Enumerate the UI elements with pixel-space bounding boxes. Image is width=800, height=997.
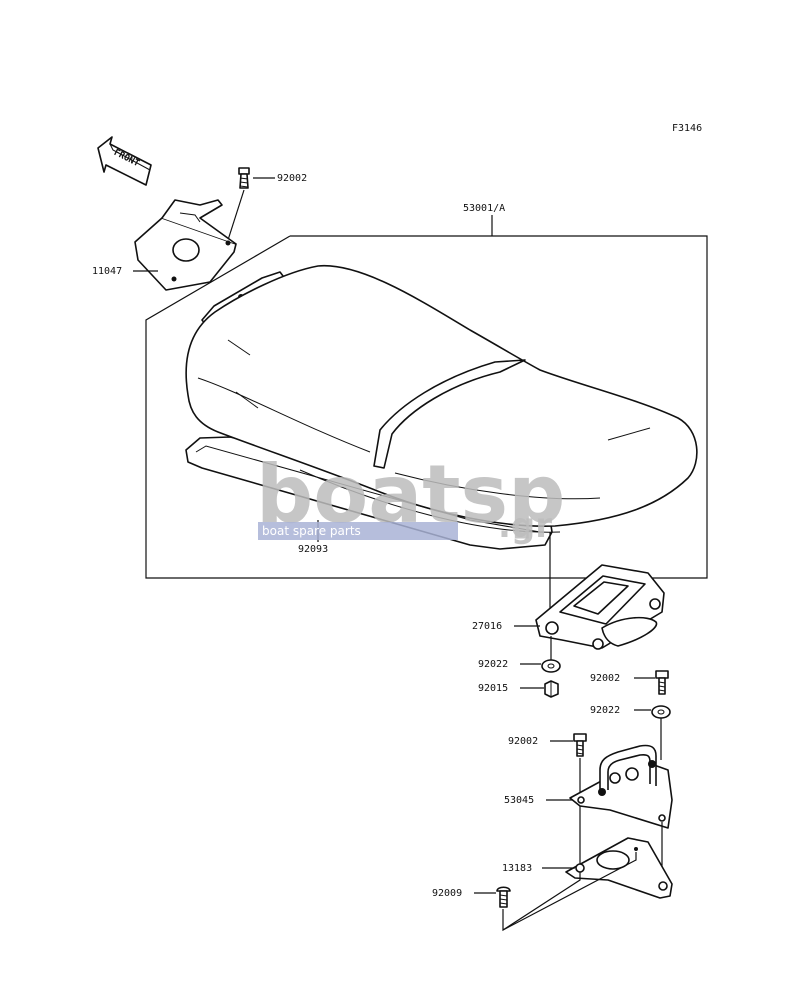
label-27016: 27016 xyxy=(472,621,502,632)
label-92002-mid: 92002 xyxy=(508,736,538,747)
label-92009: 92009 xyxy=(432,888,462,899)
bolt-92002-top xyxy=(238,167,250,189)
bolt-92002-mid xyxy=(573,733,587,757)
label-92022-right: 92022 xyxy=(590,705,620,716)
leader-screw-to-plate-left xyxy=(502,872,581,932)
watermark: boatsp .gr boat spare parts xyxy=(256,448,565,546)
label-92022-left: 92022 xyxy=(478,659,508,670)
bracket-11047 xyxy=(134,199,237,291)
label-53001: 53001/A xyxy=(463,203,505,214)
front-arrow-icon: FRONT xyxy=(97,136,152,186)
figure-code: F3146 xyxy=(672,123,702,134)
watermark-tagline: boat spare parts xyxy=(262,524,361,538)
bracket-53045 xyxy=(569,744,673,829)
label-53045: 53045 xyxy=(504,795,534,806)
label-92002-top: 92002 xyxy=(277,173,307,184)
label-92093: 92093 xyxy=(298,544,328,555)
seat-assembly-outline xyxy=(145,235,708,579)
washer-92022-left xyxy=(541,659,561,673)
label-13183: 13183 xyxy=(502,863,532,874)
watermark-suffix: .gr xyxy=(498,506,552,546)
bolt-92002-right xyxy=(655,670,669,695)
leader-screw-to-plate-right xyxy=(502,852,637,931)
label-92002-right: 92002 xyxy=(590,673,620,684)
plate-13183 xyxy=(565,837,673,899)
label-11047: 11047 xyxy=(92,266,122,277)
leader-bolt-to-bracket xyxy=(227,189,245,241)
washer-92022-right xyxy=(651,705,671,719)
seat xyxy=(185,264,698,550)
watermark-tagline-bg xyxy=(258,522,458,540)
latch-27016 xyxy=(535,564,665,650)
label-92015: 92015 xyxy=(478,683,508,694)
screw-92009 xyxy=(496,886,511,908)
nut-92015 xyxy=(544,680,559,698)
